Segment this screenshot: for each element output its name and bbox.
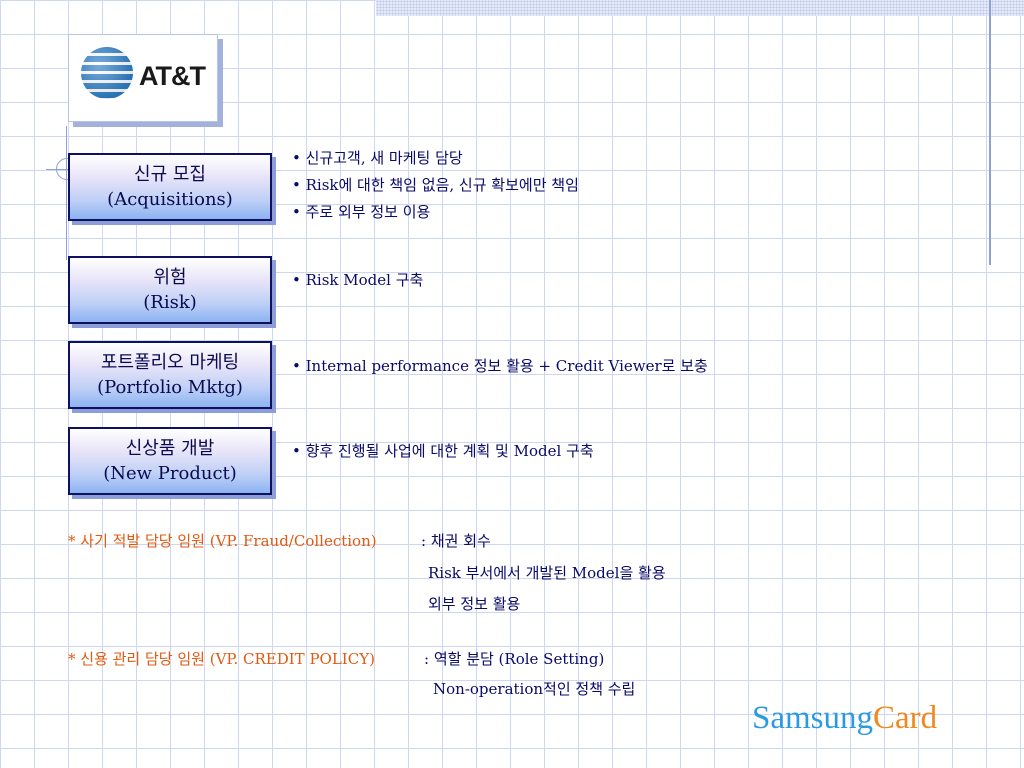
samsung-card-logo: SamsungCard — [752, 700, 937, 737]
category-bullets-new-product: • 향후 진행될 사업에 대한 계획 및 Model 구축 — [292, 438, 594, 465]
category-subtitle: (Risk) — [143, 292, 197, 313]
category-bullets-acquisitions: • 신규고객, 새 마케팅 담당 • Risk에 대한 책임 없음, 신규 확보… — [292, 145, 579, 226]
right-decorative-line — [989, 0, 991, 265]
note-line: Non-operation적인 정책 수립 — [433, 680, 636, 698]
category-bullets-risk: • Risk Model 구축 — [292, 267, 423, 294]
category-box-new-product: 신상품 개발 (New Product) — [68, 427, 272, 495]
bullet-item: • Risk Model 구축 — [292, 271, 424, 289]
brand-part-samsung: Samsung — [752, 700, 874, 736]
category-title: 신상품 개발 — [125, 438, 215, 459]
att-globe-icon — [81, 47, 133, 99]
category-subtitle: (Acquisitions) — [107, 189, 233, 210]
note-label-credit-policy: * 신용 관리 담당 임원 (VP. CREDIT POLICY) — [68, 650, 375, 668]
bullet-item: • 향후 진행될 사업에 대한 계획 및 Model 구축 — [292, 442, 594, 460]
left-decorative-tick — [46, 169, 70, 170]
bullet-item: • 신규고객, 새 마케팅 담당 — [292, 149, 463, 167]
category-box-acquisitions: 신규 모집 (Acquisitions) — [68, 153, 272, 221]
bullet-item: • 주로 외부 정보 이용 — [292, 203, 431, 221]
bullet-item: • Risk에 대한 책임 없음, 신규 확보에만 책임 — [292, 176, 579, 194]
category-subtitle: (New Product) — [103, 463, 237, 484]
att-logo-text: AT&T — [139, 61, 206, 91]
brand-part-card: Card — [873, 700, 938, 736]
top-decorative-band — [376, 0, 1024, 16]
category-box-portfolio: 포트폴리오 마케팅 (Portfolio Mktg) — [68, 341, 272, 409]
note-label-fraud: * 사기 적발 담당 임원 (VP. Fraud/Collection) — [68, 532, 377, 550]
category-title: 위험 — [153, 267, 187, 288]
note-line: : 역할 분담 (Role Setting) — [424, 650, 605, 668]
note-line: : 채권 회수 — [421, 532, 491, 550]
category-subtitle: (Portfolio Mktg) — [97, 377, 243, 398]
category-title: 포트폴리오 마케팅 — [100, 352, 240, 373]
category-box-risk: 위험 (Risk) — [68, 256, 272, 324]
category-bullets-portfolio: • Internal performance 정보 활용 + Credit Vi… — [292, 353, 708, 380]
category-title: 신규 모집 — [134, 164, 206, 185]
note-line: Risk 부서에서 개발된 Model을 활용 — [428, 564, 666, 582]
note-line: 외부 정보 활용 — [428, 595, 521, 613]
att-logo-card: AT&T — [68, 34, 218, 122]
left-decorative-line — [66, 126, 67, 260]
bullet-item: • Internal performance 정보 활용 + Credit Vi… — [292, 357, 708, 375]
